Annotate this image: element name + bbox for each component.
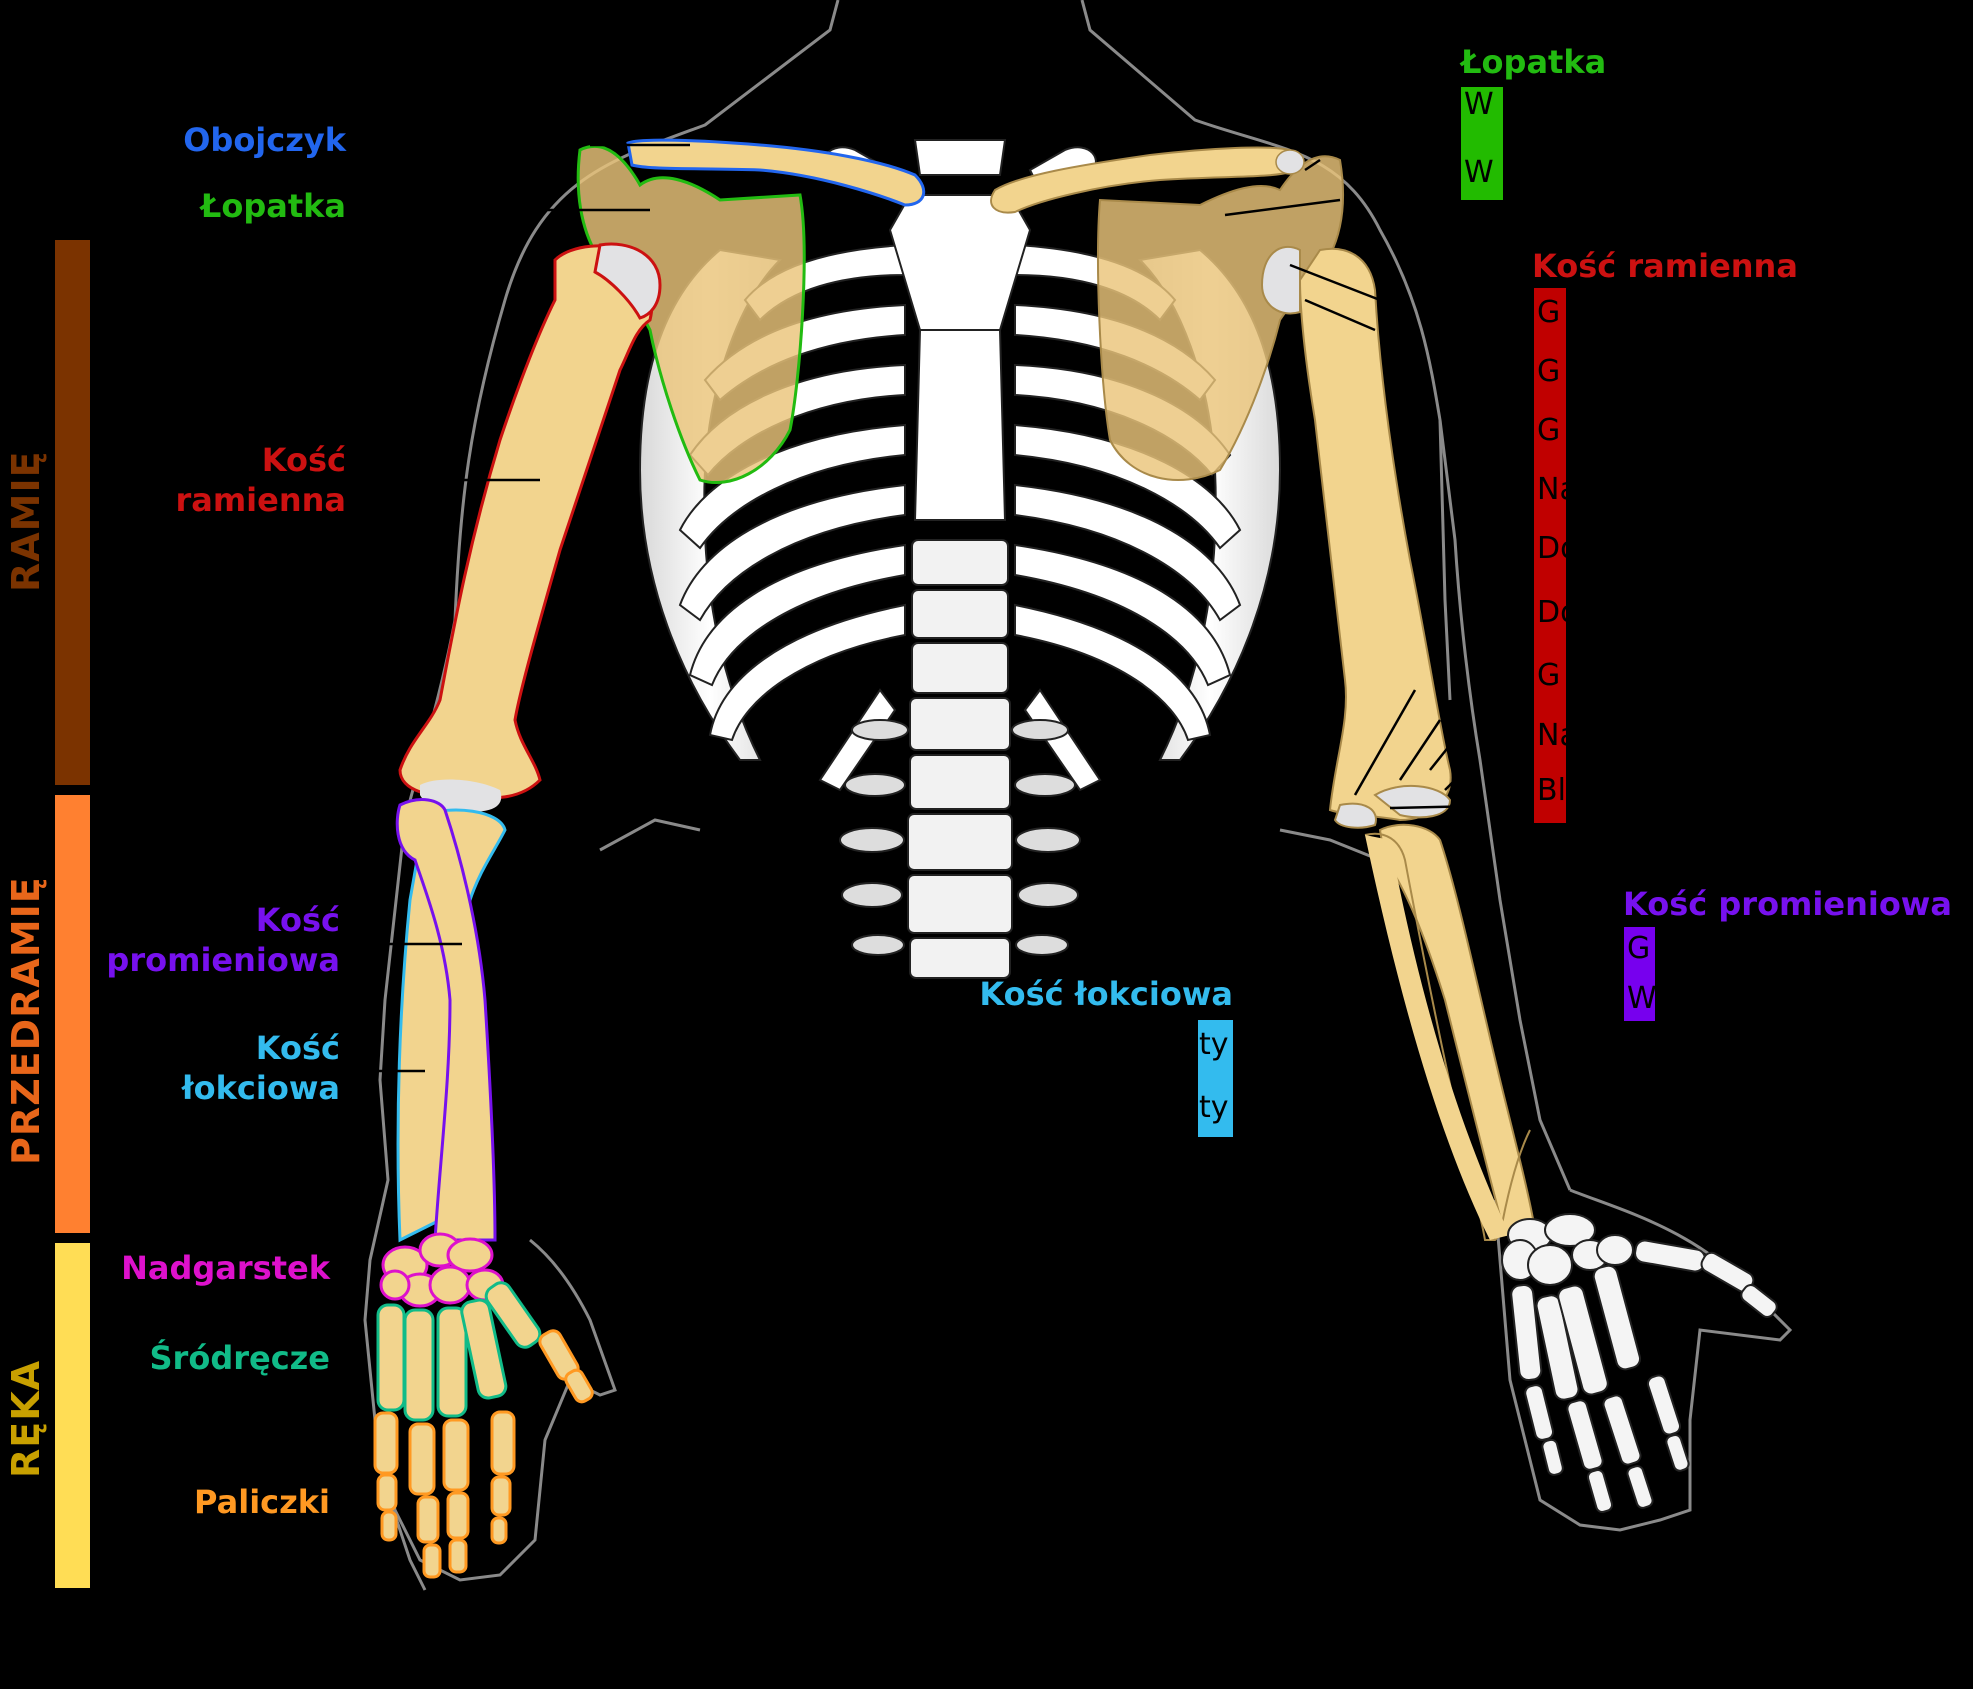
- right-clavicle: [990, 146, 1291, 214]
- right-title-ulna: Kość łokciowa: [979, 975, 1233, 1013]
- region-bar-hand: [55, 1243, 90, 1588]
- radius-parts-box: G W: [1624, 927, 1655, 1021]
- humerus-part-4: Na: [1537, 472, 1566, 507]
- right-forearm: [1364, 823, 1537, 1241]
- label-radius-line1: Kość: [255, 901, 340, 939]
- ulna-part-1: ty: [1199, 1027, 1229, 1062]
- humerus-part-5: Do: [1537, 531, 1566, 566]
- label-ulna-line2: łokciowa: [181, 1069, 340, 1107]
- radius-part-1: G: [1627, 931, 1651, 966]
- right-title-radius: Kość promieniowa: [1623, 885, 1952, 923]
- label-radius: Kość promieniowa: [106, 900, 340, 980]
- label-humerus-line1: Kość: [261, 441, 346, 479]
- ulna-part-2: ty: [1199, 1090, 1229, 1125]
- humerus-part-9: Bl: [1537, 773, 1566, 808]
- scapula-part-1: W: [1464, 87, 1494, 121]
- label-humerus: Kość ramienna: [175, 440, 346, 520]
- label-ulna-line1: Kość: [255, 1029, 340, 1067]
- spine: [823, 139, 1097, 979]
- label-metacarpus: Śródręcze: [149, 1339, 331, 1377]
- leader-lines: [365, 143, 1481, 1073]
- left-clavicle: [626, 138, 926, 207]
- right-title-scapula: Łopatka: [1461, 43, 1607, 81]
- right-title-humerus: Kość ramienna: [1532, 247, 1798, 285]
- label-clavicle: Obojczyk: [183, 121, 346, 159]
- left-forearm: [395, 798, 507, 1243]
- label-radius-line2: promieniowa: [106, 941, 340, 979]
- region-label-hand: RĘKA: [4, 1359, 48, 1478]
- label-phalanges: Paliczki: [194, 1483, 330, 1521]
- humerus-part-8: Na: [1537, 718, 1566, 753]
- right-humerus: [1260, 245, 1452, 829]
- label-carpus: Nadgarstek: [121, 1249, 330, 1287]
- humerus-part-7: G: [1537, 658, 1561, 693]
- radius-part-2: W: [1627, 981, 1655, 1016]
- region-bar-forearm: [55, 795, 90, 1233]
- scapula-parts-box: W W: [1461, 87, 1503, 200]
- region-label-arm: RAMIĘ: [4, 450, 48, 592]
- humerus-parts-box: G G G Na Do Do G Na Bl: [1534, 288, 1566, 823]
- scapula-part-3: W: [1464, 155, 1494, 189]
- humerus-part-6: Do: [1537, 595, 1566, 630]
- right-hand: [1501, 1213, 1778, 1513]
- label-scapula: Łopatka: [200, 187, 346, 225]
- label-humerus-line2: ramienna: [175, 481, 346, 519]
- scapula-part-2: [1461, 121, 1503, 155]
- region-label-forearm: PRZEDRAMIĘ: [4, 876, 48, 1165]
- humerus-part-3: G: [1537, 413, 1561, 448]
- region-bar-arm: [55, 240, 90, 785]
- humerus-part-1: G: [1537, 295, 1561, 330]
- left-hand: [373, 1232, 594, 1579]
- left-humerus: [398, 242, 662, 813]
- humerus-part-2: G: [1537, 354, 1561, 389]
- ulna-parts-box: ty ty: [1198, 1020, 1233, 1137]
- label-ulna: Kość łokciowa: [182, 1028, 340, 1108]
